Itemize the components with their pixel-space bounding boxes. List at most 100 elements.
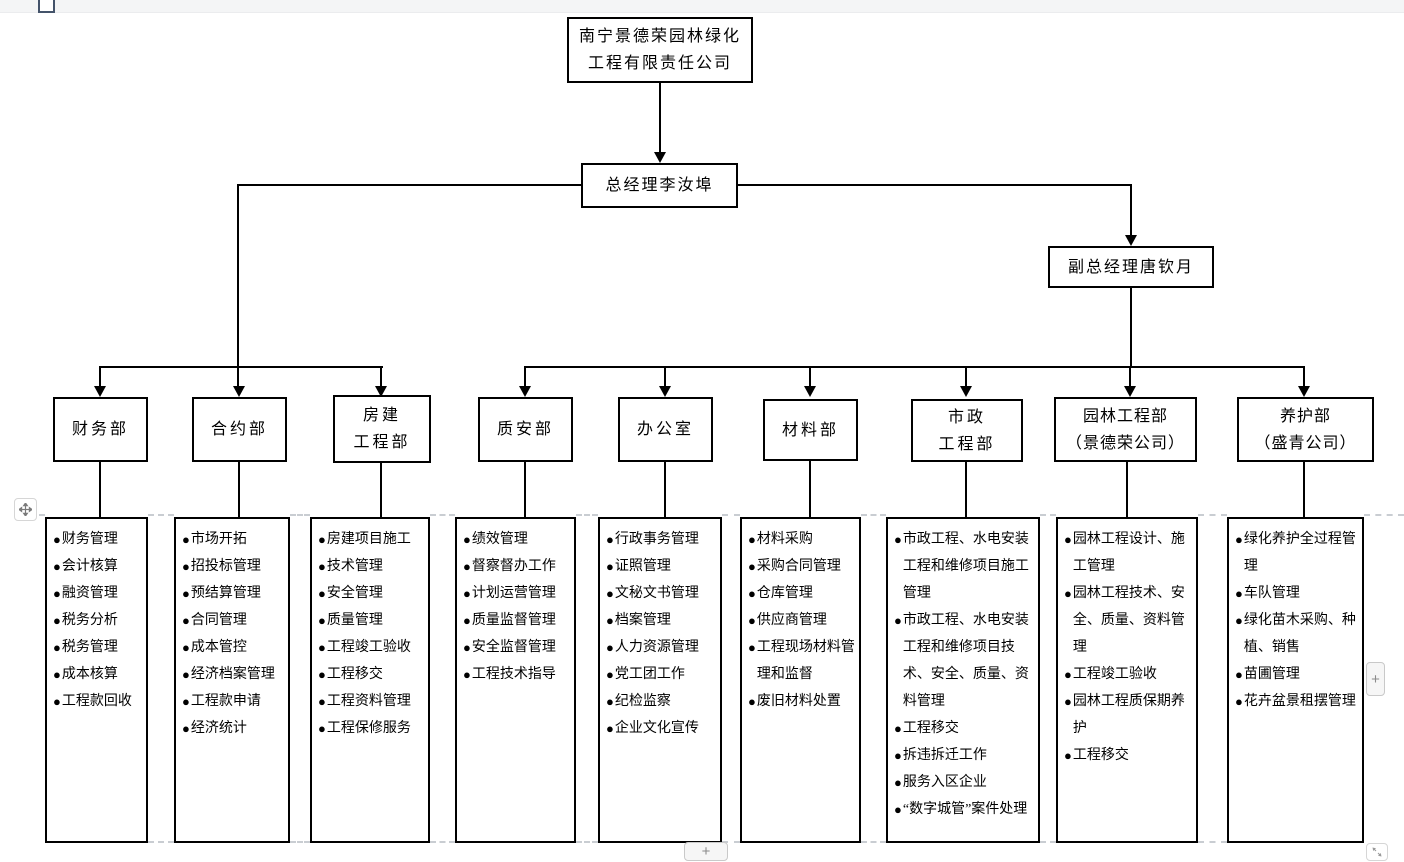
bullet-icon: ● — [1064, 532, 1072, 547]
insert-column-button[interactable]: + — [1366, 662, 1385, 696]
dept-box-finance[interactable]: 财务部 — [53, 397, 148, 462]
duty-text: 纪检监察 — [614, 694, 671, 709]
dept-name: 材料部 — [781, 421, 839, 439]
duty-cell-materials[interactable]: ●材料采购 ●采购合同管理 ●仓库管理 ●供应商管理 ●工程现场材料管理和监督 … — [740, 517, 861, 843]
bullet-icon: ● — [606, 694, 614, 709]
duty-item: ●人力资源管理 — [606, 634, 717, 661]
duty-text: 档案管理 — [614, 613, 671, 628]
arrow-down-icon — [94, 386, 106, 397]
duty-cell-quality-safety[interactable]: ●绩效管理 ●督察督办工作 ●计划运营管理 ●质量监督管理 ●安全监督管理 ●工… — [455, 517, 576, 843]
duty-item: ●工程款回收 — [53, 688, 143, 715]
connector-line — [238, 184, 581, 186]
plus-icon: + — [701, 843, 711, 860]
bullet-icon: ● — [1235, 667, 1243, 682]
bullet-icon: ● — [53, 532, 61, 547]
table-gridline — [1198, 514, 1227, 516]
duty-text: 园林工程质保期养护 — [1072, 694, 1185, 736]
dept-box-maintenance[interactable]: 养护部 （盛青公司） — [1237, 397, 1374, 462]
insert-row-button[interactable]: + — [684, 842, 728, 861]
duty-item: ●融资管理 — [53, 580, 143, 607]
company-name-line2: 工程有限责任公司 — [587, 55, 732, 72]
duty-text: 工程款申请 — [190, 694, 261, 709]
dept-box-quality-safety[interactable]: 质安部 — [478, 397, 573, 462]
bullet-icon: ● — [53, 613, 61, 628]
bullet-icon: ● — [463, 640, 471, 655]
duty-item: ●绿化养护全过程管理 — [1235, 526, 1359, 580]
dept-box-landscape[interactable]: 园林工程部 （景德荣公司） — [1054, 397, 1197, 462]
duty-text: 工程款回收 — [61, 694, 132, 709]
duty-item: ●车队管理 — [1235, 580, 1359, 607]
bullet-icon: ● — [182, 559, 190, 574]
table-resize-handle[interactable] — [1366, 843, 1388, 861]
duty-item: ●工程保修服务 — [318, 715, 425, 742]
duty-cell-housing[interactable]: ●房建项目施工 ●技术管理 ●安全管理 ●质量管理 ●工程竣工验收 ●工程移交 … — [310, 517, 430, 843]
duty-cell-maintenance[interactable]: ●绿化养护全过程管理 ●车队管理 ●绿化苗木采购、种植、销售 ●苗圃管理 ●花卉… — [1227, 517, 1364, 843]
duty-item: ●安全监督管理 — [463, 634, 571, 661]
duty-item: ●工程移交 — [318, 661, 425, 688]
duty-item: ●“数字城管”案件处理 — [894, 796, 1035, 823]
table-move-handle[interactable] — [14, 498, 37, 521]
dept-box-municipal[interactable]: 市政 工程部 — [911, 399, 1023, 462]
arrow-down-icon — [654, 152, 666, 163]
duty-text: 绿化养护全过程管理 — [1243, 532, 1356, 574]
duty-text: 会计核算 — [61, 559, 118, 574]
toolbar-edge — [0, 0, 1404, 13]
duty-text: 证照管理 — [614, 559, 671, 574]
dept-box-office[interactable]: 办公室 — [618, 397, 713, 462]
duty-item: ●财务管理 — [53, 526, 143, 553]
table-gridline — [1040, 514, 1056, 516]
duty-item: ●园林工程技术、安全、质量、资料管理 — [1064, 580, 1193, 661]
bullet-icon: ● — [894, 775, 902, 790]
deputy-manager-box[interactable]: 副总经理唐钦月 — [1048, 246, 1214, 288]
duty-item: ●成本管控 — [182, 634, 285, 661]
duty-item: ●工程竣工验收 — [318, 634, 425, 661]
duty-text: 质量监督管理 — [471, 613, 556, 628]
dept-name: 合约部 — [210, 421, 268, 438]
duty-cell-office[interactable]: ●行政事务管理 ●证照管理 ●文秘文书管理 ●档案管理 ●人力资源管理 ●党工团… — [598, 517, 722, 843]
duty-text: 绿化苗木采购、种植、销售 — [1243, 613, 1356, 655]
duty-item: ●工程资料管理 — [318, 688, 425, 715]
bullet-icon: ● — [53, 640, 61, 655]
duty-item: ●拆违拆迁工作 — [894, 742, 1035, 769]
duty-cell-landscape[interactable]: ●园林工程设计、施工管理 ●园林工程技术、安全、质量、资料管理 ●工程竣工验收 … — [1056, 517, 1198, 843]
arrow-down-icon — [804, 386, 816, 397]
duty-text: 废旧材料处置 — [756, 694, 841, 709]
duty-item: ●仓库管理 — [748, 580, 856, 607]
arrow-down-icon — [1125, 235, 1137, 246]
bullet-icon: ● — [1235, 532, 1243, 547]
bullet-icon: ● — [606, 559, 614, 574]
bullet-icon: ● — [182, 586, 190, 601]
duty-item: ●园林工程设计、施工管理 — [1064, 526, 1193, 580]
duty-item: ●采购合同管理 — [748, 553, 856, 580]
dept-name: 养护部 — [1279, 407, 1331, 425]
duty-cell-municipal[interactable]: ●市政工程、水电安装工程和维修项目施工管理 ●市政工程、水电安装工程和维修项目技… — [886, 517, 1040, 843]
duty-cell-finance[interactable]: ●财务管理 ●会计核算 ●融资管理 ●税务分析 ●税务管理 ●成本核算 ●工程款… — [45, 517, 148, 843]
bullet-icon: ● — [894, 748, 902, 763]
duty-item: ●市政工程、水电安装工程和维修项目施工管理 — [894, 526, 1035, 607]
connector-line — [965, 462, 967, 518]
dept-box-contract[interactable]: 合约部 — [192, 397, 287, 462]
dept-box-housing[interactable]: 房建 工程部 — [333, 395, 431, 463]
dept-box-materials[interactable]: 材料部 — [763, 399, 858, 461]
duty-text: 安全管理 — [326, 586, 383, 601]
dept-name: （景德荣公司） — [1065, 434, 1185, 452]
dept-name: 园林工程部 — [1082, 407, 1168, 425]
connector-line — [237, 184, 239, 388]
partial-toolbar-button — [38, 0, 55, 13]
general-manager-box[interactable]: 总经理李汝埠 — [581, 163, 738, 208]
table-gridline — [290, 514, 310, 516]
connector-line — [99, 462, 101, 518]
company-name-line1: 南宁景德荣园林绿化 — [578, 28, 741, 45]
table-gridline — [148, 841, 174, 843]
duty-text: 仓库管理 — [756, 586, 813, 601]
duty-cell-contract[interactable]: ●市场开拓 ●招投标管理 ●预结算管理 ●合同管理 ●成本管控 ●经济档案管理 … — [174, 517, 290, 843]
arrow-down-icon — [1298, 386, 1310, 397]
bullet-icon: ● — [1064, 748, 1072, 763]
duty-item: ●房建项目施工 — [318, 526, 425, 553]
duty-text: 合同管理 — [190, 613, 247, 628]
general-manager-label: 总经理李汝埠 — [605, 177, 714, 194]
bullet-icon: ● — [318, 613, 326, 628]
company-box[interactable]: 南宁景德荣园林绿化 工程有限责任公司 — [567, 17, 753, 83]
duty-item: ●花卉盆景租摆管理 — [1235, 688, 1359, 715]
bullet-icon: ● — [318, 586, 326, 601]
